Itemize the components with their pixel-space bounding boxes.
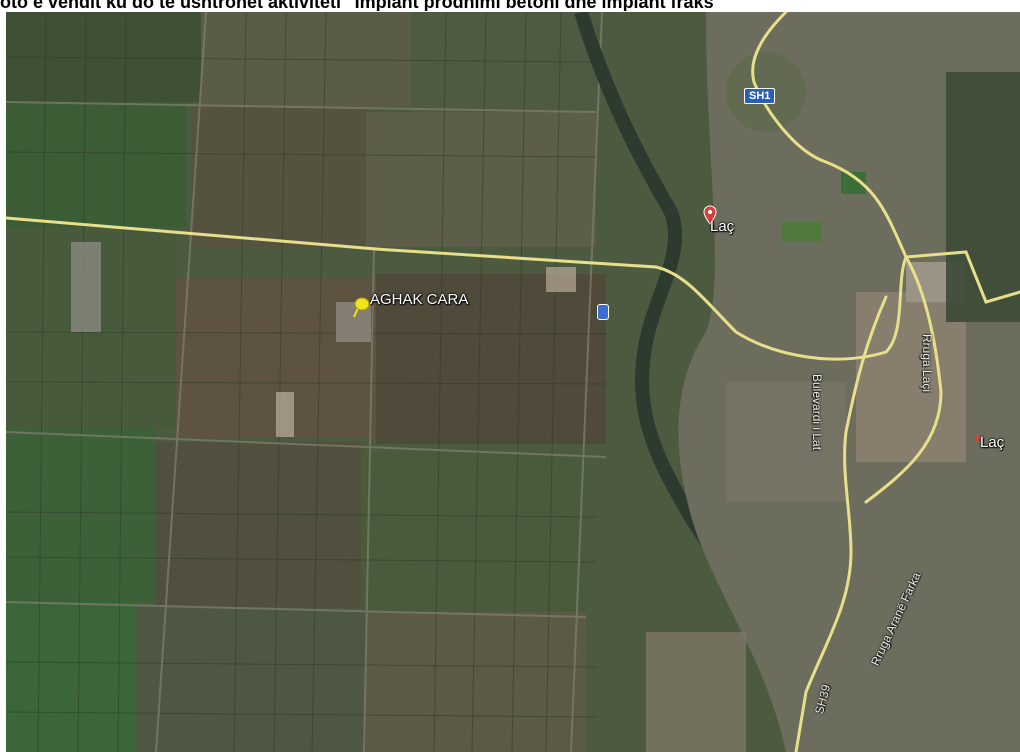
satellite-map[interactable]: AGHAK CARA Laç Laç SH1 Bulevardi i Lat R… — [6, 12, 1020, 752]
bus-stop-icon — [597, 304, 609, 320]
map-canvas — [6, 12, 1020, 752]
farm-fields — [6, 12, 607, 752]
red-location-marker-icon[interactable] — [703, 205, 717, 225]
street-label-bulevardi: Bulevardi i Lat — [810, 374, 824, 451]
red-dot-icon — [975, 435, 981, 441]
yellow-pushpin-icon[interactable] — [352, 296, 370, 318]
urban-area — [646, 12, 1020, 752]
pin-label: AGHAK CARA — [370, 291, 469, 308]
highway-shield-sh1: SH1 — [744, 88, 776, 104]
caption-text: oto e vendit ku do të ushtrohet aktivite… — [0, 0, 1020, 11]
street-label-rruga-laci: Rruga Laçi — [920, 334, 934, 393]
town-label-east: Laç — [980, 434, 1005, 451]
town-label-north: Laç — [710, 218, 735, 235]
roads — [6, 12, 1020, 752]
